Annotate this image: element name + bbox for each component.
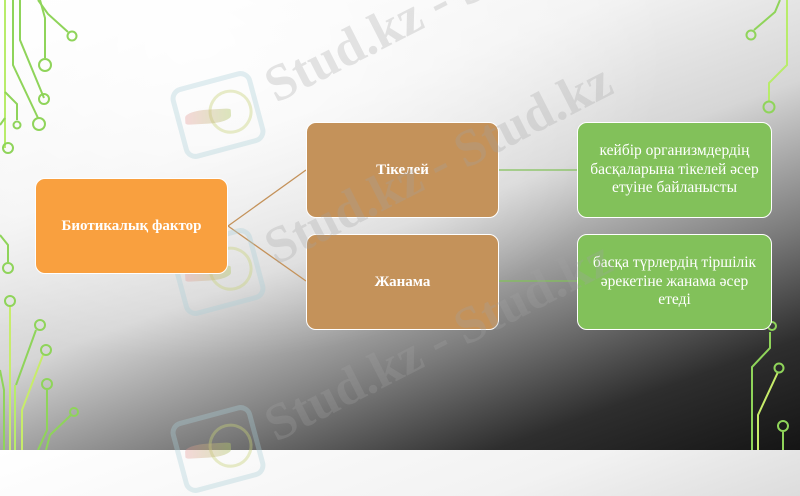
connectors: [227, 169, 577, 282]
leaf-node-indirect-description: басқа түрлердің тіршілік әрекетіне жанам…: [577, 234, 772, 330]
branch-node-label: Жанама: [374, 273, 431, 290]
root-node-label: Биотикалық фактор: [61, 217, 202, 234]
branch-node-indirect: Жанама: [306, 234, 499, 330]
branch-node-direct: Тікелей: [306, 122, 499, 218]
branch-node-label: Тікелей: [376, 161, 429, 178]
leaf-node-direct-description: кейбір организмдердің басқаларына тікеле…: [577, 122, 772, 218]
root-node-biotic-factor: Биотикалық фактор: [35, 178, 228, 274]
circuit-decoration: [0, 0, 789, 450]
leaf-node-text: басқа түрлердің тіршілік әрекетіне жанам…: [592, 254, 757, 309]
leaf-node-text: кейбір организмдердің басқаларына тікеле…: [590, 142, 759, 197]
